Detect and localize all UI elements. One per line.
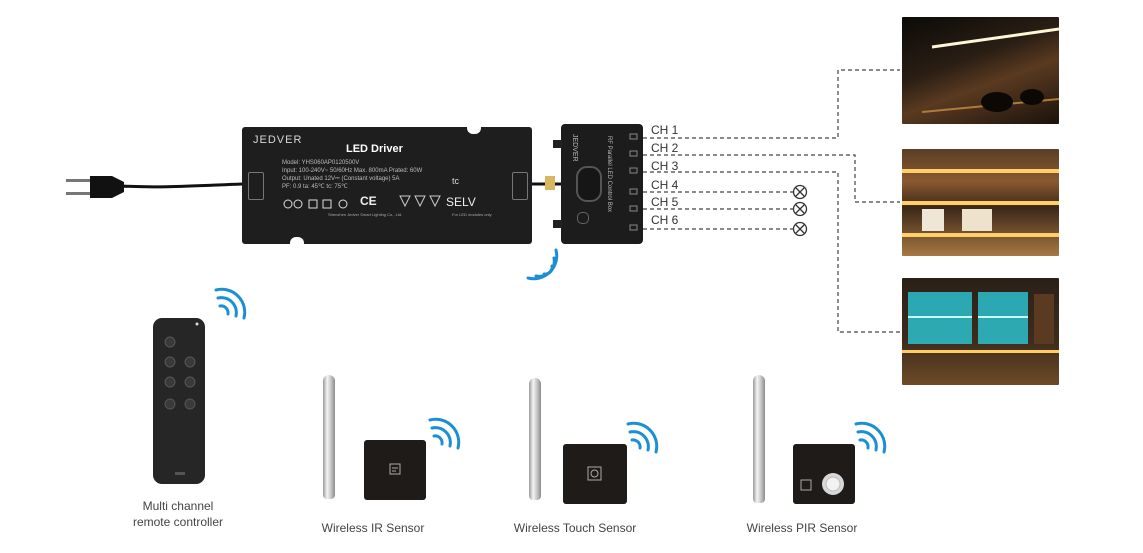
caption-remote-line2: remote controller [132,515,224,529]
wifi-signal-icon [428,417,461,450]
driver-connector [545,176,555,190]
photo-dark-room-led [902,17,1059,124]
caption-ir-sensor: Wireless IR Sensor [321,521,425,535]
caption-remote-line1: Multi channel [142,499,214,513]
ch3-line [643,171,900,333]
driver-notch [290,237,304,249]
ir-sensor-module [364,440,426,500]
power-plug-icon [66,176,243,198]
control-box-label: RF Parallel LED Control Box [606,136,612,213]
driver-selv-mark: SELV [446,195,476,209]
driver-triangle-icons [398,194,443,208]
control-box-reset-button[interactable] [577,212,589,224]
led-driver [242,127,532,244]
channel-label-4: CH 4 [651,178,679,192]
caption-pir-sensor: Wireless PIR Sensor [746,521,858,535]
driver-model: Model: YHS060AP0120500V [282,160,360,166]
driver-for-led: For LED modules only [452,212,492,217]
pir-sensor-rod [753,375,765,503]
wifi-signal-icon [214,287,247,320]
control-box-ports [629,131,639,237]
wifi-signal-icon [854,421,887,454]
remote-controller [153,318,205,484]
remote-buttons [153,318,205,484]
lamp-off-icon [792,184,808,200]
touch-sensor-rod [529,378,541,500]
control-box-button[interactable] [576,166,602,202]
wifi-signal-icon [626,421,659,454]
driver-input-terminal [248,172,264,200]
touch-sensor-module [563,444,627,504]
photo-cabinet-cyan [902,278,1059,385]
rf-control-box [561,124,643,244]
driver-maker: Shenzhen Jedver Smart Lighting Co., Ltd. [328,212,403,217]
ch1-line [643,69,900,139]
driver-input: Input: 100-240V~ 50/60Hz Max. 800mA Prat… [282,168,423,174]
driver-output-terminal [512,172,528,200]
driver-cert-icons [283,196,353,209]
pir-sensor-module [793,444,855,504]
channel-label-6: CH 6 [651,213,679,227]
wifi-signal-icon [526,248,559,281]
channel-label-5: CH 5 [651,195,679,209]
driver-output: Output: Unated 12V⎓ (Constant voltage) 5… [282,176,400,182]
driver-pf: PF: 0.9 ta: 45℃ tc: 75℃ [282,184,348,190]
photo-wall-shelves [902,149,1059,256]
driver-notch [467,122,481,134]
ch2-line [643,154,900,203]
lamp-off-icon [792,221,808,237]
channel-label-2: CH 2 [651,141,679,155]
lamp-off-icon [792,201,808,217]
control-box-mount-tab [553,140,562,148]
driver-title: LED Driver [346,143,403,155]
driver-brand: JEDVER [253,134,303,146]
caption-touch-sensor: Wireless Touch Sensor [513,521,637,535]
ir-sensor-rod [323,375,335,499]
driver-tc-mark: tc [452,176,460,186]
control-box-brand: JEDVER [571,134,578,162]
driver-ce-mark: CE [360,194,377,208]
channel-lines [643,69,900,333]
channel-label-3: CH 3 [651,159,679,173]
channel-label-1: CH 1 [651,123,679,137]
control-box-mount-tab [553,220,562,228]
